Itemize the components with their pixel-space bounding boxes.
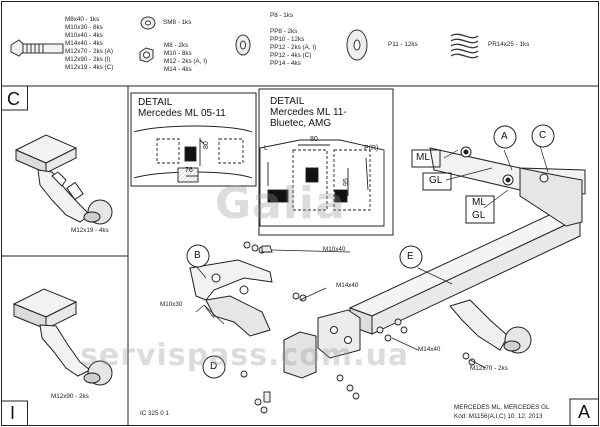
bolt-icon [10, 39, 64, 57]
variant-ml-label-2: ML [472, 197, 486, 208]
callout-c: C [539, 130, 547, 141]
bolt-item: M14x40 - 4ks [65, 40, 103, 47]
callout-b: B [194, 250, 201, 261]
label-m10x30: M10x30 [160, 301, 183, 308]
leader-lines [195, 145, 549, 369]
detail-2-side-left: L [264, 145, 268, 152]
small-washer-icon [140, 16, 156, 30]
right-side-bracket [429, 146, 586, 227]
variant-ml-label: ML [416, 152, 430, 163]
washer-item: PP14 - 4ks [270, 60, 301, 67]
site-watermark: servispass.com.ua [80, 338, 410, 373]
callout-d: D [210, 361, 218, 372]
detail-2-drawing [259, 139, 385, 227]
bolt-item: M12x70 - 2ks (A) [65, 48, 113, 55]
bolt-list: M8x40 - 1ks M10x30 - 8ks M10x40 - 4ks M1… [65, 16, 113, 72]
label-m10x40: M10x40 [323, 246, 346, 253]
ball-neck [449, 299, 532, 354]
detail-1-heading: DETAIL [138, 97, 173, 108]
bolt-item: M10x30 - 8ks [65, 24, 103, 31]
galia-logo-watermark: Galia [215, 178, 346, 229]
flat-washer-icon [235, 34, 251, 56]
callout-e: E [407, 251, 414, 262]
left-side-bracket [189, 259, 273, 337]
center-mounting-plate [283, 309, 361, 379]
detail-1-model: Mercedes ML 05-11 [138, 108, 226, 119]
detail-2-dim-width: 80 [310, 136, 318, 143]
label-m14x40-lower: M14x40 [418, 346, 441, 353]
washer-item: P8 - 1ks [270, 12, 294, 19]
nut-item: M10 - 8ks [164, 50, 192, 57]
detail-2-heading: DETAIL [270, 96, 305, 107]
callout-circles [186, 124, 555, 379]
large-washer-icon [346, 29, 368, 61]
nut-item: M12 - 2ks (A, I) [164, 58, 208, 65]
spring-washer-icon [450, 33, 479, 59]
detail-1-title: DETAIL Mercedes ML 05-11 [138, 97, 226, 119]
nut-item: M8 - 2ks [164, 42, 189, 49]
bolt-item: M10x40 - 4ks [65, 32, 103, 39]
washer-item: PP10 - 12ks [270, 36, 305, 43]
panel-i-bracket [12, 288, 113, 386]
callout-a: A [501, 131, 508, 142]
detail-1-drawing [133, 125, 253, 183]
nut-list: M8 - 2ks M10 - 8ks M12 - 2ks (A, I) M14 … [164, 42, 207, 74]
washer-item: PP8 - 2ks [270, 28, 298, 35]
washer-sm8-label: SM8 - 1ks [163, 19, 192, 26]
panel-c-letter: C [7, 89, 20, 109]
vehicle-models: MERCEDES ML, MERCEDES GL [454, 404, 550, 411]
variant-gl-label-2: GL [472, 210, 486, 221]
drawing-code: IC 325 0 1 [140, 410, 170, 417]
washer-p11-label: P11 - 12ks [388, 41, 418, 48]
detail-2-side-right: P(R) [364, 145, 379, 152]
detail-1-dim-height: 80 [203, 141, 210, 149]
panel-c-bracket [14, 134, 113, 225]
bolt-item: M12x19 - 4ks (C) [65, 64, 114, 71]
variant-gl-label: GL [429, 175, 443, 186]
bolt-item: M8x40 - 1ks [65, 16, 100, 23]
nut-icon [139, 47, 154, 63]
panel-c-bolt-label: M12x19 - 4ks [71, 227, 109, 234]
washer-list: P8 - 1ks PP8 - 2ks PP10 - 12ks PP12 - 2k… [270, 12, 316, 68]
bolt-item: M12x90 - 2ks (I) [65, 56, 111, 63]
nut-item: M14 - 4ks [164, 66, 192, 73]
washer-item: PP12 - 2ks (A, I) [270, 44, 317, 51]
label-m14x40-upper: M14x40 [336, 282, 359, 289]
detail-1-dim-width: 76 [185, 167, 193, 174]
detail-2-title: DETAIL Mercedes ML 11- Bluetec, AMG [270, 96, 347, 129]
label-m12x70: M12x70 - 2ks [470, 365, 508, 372]
detail-2-variant: Bluetec, AMG [270, 118, 332, 129]
detail-2-model: Mercedes ML 11- [270, 107, 347, 118]
panel-i-bolt-label: M12x90 - 2ks [51, 393, 89, 400]
detail-frames [130, 88, 495, 236]
panel-i-letter: I [10, 403, 16, 423]
washer-item: PP12 - 4ks (C) [270, 52, 312, 59]
product-code: Kód: M1156(A,I,C) 10. 12. 2013 [454, 413, 543, 420]
corner-letter-a: A [578, 402, 591, 422]
spring-washer-label: PR14x25 - 1ks [488, 41, 530, 48]
